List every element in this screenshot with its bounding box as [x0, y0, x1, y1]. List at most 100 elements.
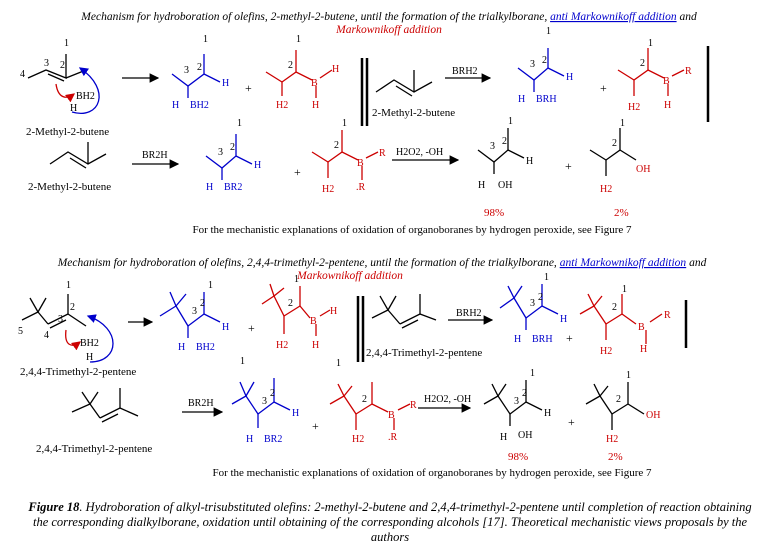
atom-h: H — [222, 322, 229, 333]
atom-h: H — [292, 408, 299, 419]
atom-label-1: 1 — [296, 34, 301, 45]
yield-anti: 98% — [484, 207, 504, 219]
atom-label-1: 1 — [203, 34, 208, 45]
atom-label-1: 1 — [626, 370, 631, 381]
atom-label-5: 5 — [18, 326, 23, 337]
reagent-h2o2: H2O2, -OH — [424, 394, 471, 405]
plus-sign: + — [245, 81, 252, 95]
group-oh: OH — [646, 410, 660, 421]
atom-h: H — [206, 182, 213, 193]
atom-label-3: 3 — [58, 314, 63, 325]
group-oh: OH — [498, 180, 512, 191]
atom-label-2: 2 — [288, 298, 293, 309]
figure-caption-text: . Hydroboration of alkyl-trisubstituted … — [32, 500, 752, 544]
atom-label-1: 1 — [336, 358, 341, 369]
atom-r: R — [410, 400, 417, 411]
reagent-bh2: BH2 — [80, 338, 99, 349]
atom-b: B — [311, 78, 318, 89]
product-anti-bh2 — [159, 291, 221, 338]
label-reactant-5: 2,4,4-Trimethyl-2-pentene — [366, 347, 482, 359]
atom-h2: H2 — [352, 434, 364, 445]
bottom-title-markownikoff: Markownikoff addition — [296, 270, 403, 282]
atom-label-1: 1 — [342, 118, 347, 129]
reactant-trimethylpentene — [71, 388, 139, 423]
group-br2: BR2 — [264, 434, 282, 445]
atom-label-2: 2 — [542, 55, 547, 66]
atom-label-2: 2 — [70, 302, 75, 313]
label-reactant-2: 2-Methyl-2-butene — [372, 107, 455, 119]
atom-label-1: 1 — [240, 356, 245, 367]
atom-label-2: 2 — [334, 140, 339, 151]
label-reactant-1: 2-Methyl-2-butene — [26, 126, 109, 138]
atom-h2: H2 — [628, 102, 640, 113]
atom-label-3: 3 — [218, 147, 223, 158]
atom-h: H — [500, 432, 507, 443]
atom-h: H — [222, 78, 229, 89]
atom-label-3: 3 — [514, 396, 519, 407]
atom-label-4: 4 — [44, 330, 49, 341]
reactant-trimethylpentene — [371, 294, 437, 329]
label-reactant-6: 2,4,4-Trimethyl-2-pentene — [36, 443, 152, 455]
bottom-title: Mechanism for hydroboration of olefins, … — [57, 257, 707, 269]
atom-b: B — [663, 76, 670, 87]
atom-label-1: 1 — [294, 274, 299, 285]
atom-r: .R — [356, 182, 366, 193]
atom-label-1: 1 — [64, 38, 69, 49]
product-mark-br2 — [329, 382, 411, 430]
plus-sign: + — [248, 321, 255, 335]
atom-h: H — [514, 334, 521, 345]
electron-arrow-red — [55, 83, 76, 103]
atom-h: H — [664, 100, 671, 111]
atom-b: B — [388, 410, 395, 421]
plus-sign: + — [294, 165, 301, 179]
plus-sign: + — [600, 81, 607, 95]
reactant-2-methyl-2-butene — [49, 142, 107, 169]
atom-label-1: 1 — [237, 118, 242, 129]
reagent-brh2: BRH2 — [456, 308, 482, 319]
bottom-note: For the mechanistic explanations of oxid… — [212, 467, 652, 479]
atom-label-2: 2 — [502, 136, 507, 147]
atom-label-1: 1 — [66, 280, 71, 291]
atom-h: H — [312, 100, 319, 111]
atom-label-3: 3 — [44, 58, 49, 69]
atom-h2: H2 — [600, 184, 612, 195]
atom-label-2: 2 — [362, 394, 367, 405]
reagent-h2o2: H2O2, -OH — [396, 147, 443, 158]
reactant-2-methyl-2-butene — [375, 70, 433, 97]
atom-r: R — [685, 66, 692, 77]
product-mark-br2 — [311, 130, 379, 180]
label-reactant-4: 2,4,4-Trimethyl-2-pentene — [20, 366, 136, 378]
atom-label-4: 4 — [20, 69, 25, 80]
product-mark-brh — [579, 293, 663, 344]
group-oh: OH — [636, 164, 650, 175]
atom-b: B — [310, 316, 317, 327]
reactant-trimethylpentene — [21, 294, 87, 329]
atom-label-1: 1 — [648, 38, 653, 49]
plus-sign: + — [312, 419, 319, 433]
atom-label-1: 1 — [508, 116, 513, 127]
atom-label-2: 2 — [200, 298, 205, 309]
plus-sign: + — [565, 159, 572, 173]
atom-label-2: 2 — [270, 388, 275, 399]
reagent-br2h: BR2H — [188, 398, 214, 409]
reagent-h: H — [86, 352, 93, 363]
atom-r: R — [664, 310, 671, 321]
atom-label-2: 2 — [612, 302, 617, 313]
group-bh2: BH2 — [196, 342, 215, 353]
electron-arrow-blue — [86, 314, 114, 363]
group-brh: BRH — [536, 94, 557, 105]
atom-h: H — [254, 160, 261, 171]
atom-label-3: 3 — [192, 306, 197, 317]
atom-h: H — [312, 340, 319, 351]
atom-b: B — [638, 322, 645, 333]
product-mark-bh2 — [261, 283, 331, 336]
atom-h: H — [246, 434, 253, 445]
product-alcohol-mark — [589, 128, 637, 176]
atom-h: H — [178, 342, 185, 353]
top-title: Mechanism for hydroboration of olefins, … — [80, 11, 697, 23]
atom-label-3: 3 — [530, 298, 535, 309]
product-anti-br2 — [205, 134, 253, 180]
atom-h2: H2 — [276, 340, 288, 351]
group-bh2: BH2 — [190, 100, 209, 111]
